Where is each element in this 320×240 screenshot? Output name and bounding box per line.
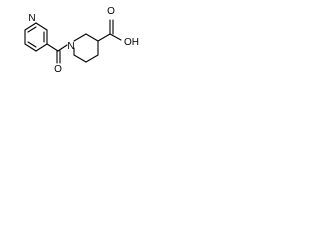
acid-oxygen-label: O bbox=[107, 6, 115, 17]
carbonyl-group bbox=[56, 50, 61, 64]
pyridine-ring bbox=[24, 22, 48, 52]
aryl-carbonyl-bond bbox=[46, 43, 59, 52]
carboxylic-acid-group bbox=[97, 19, 122, 42]
hydroxyl-label: OH bbox=[124, 37, 139, 48]
carbonyl-amide-bond bbox=[57, 44, 68, 52]
chemical-structure: N N O OH O bbox=[24, 6, 139, 75]
amide-nitrogen-label: N bbox=[67, 41, 74, 52]
piperidine-ring bbox=[73, 33, 99, 63]
pyridine-nitrogen-label: N bbox=[28, 13, 35, 24]
carbonyl-oxygen-label: O bbox=[54, 64, 62, 75]
